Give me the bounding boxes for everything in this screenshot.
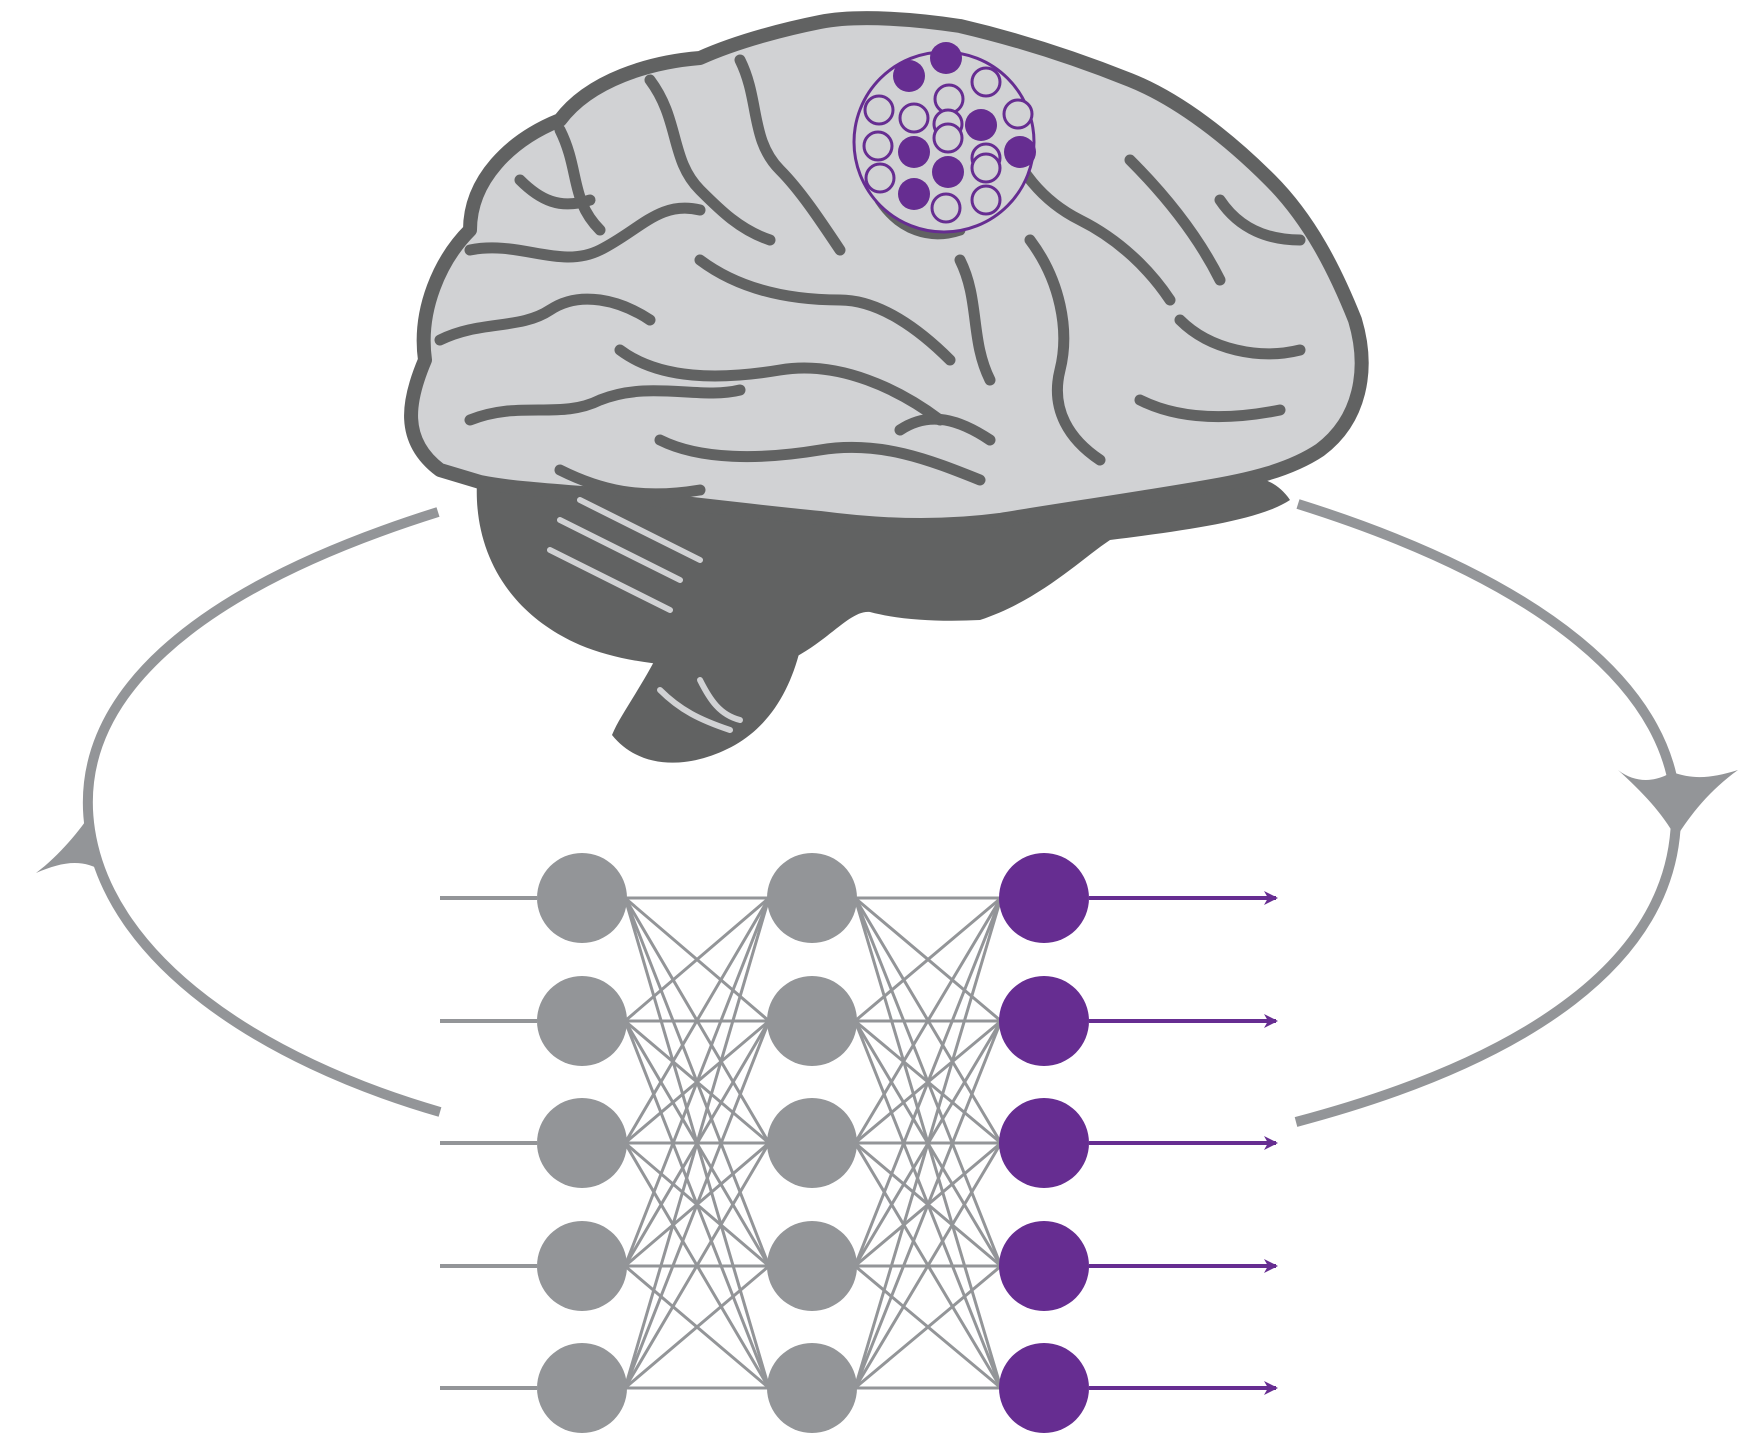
output-node bbox=[999, 1343, 1089, 1433]
network-edges bbox=[623, 896, 1003, 1390]
network-edge bbox=[623, 1142, 771, 1389]
output-node bbox=[999, 853, 1089, 943]
feedback-loop bbox=[36, 499, 1738, 1127]
brain-illustration bbox=[404, 11, 1369, 763]
neuron-filled bbox=[1004, 136, 1036, 168]
input-node bbox=[537, 976, 627, 1066]
network-edge bbox=[853, 897, 1003, 1144]
neuron-hollow bbox=[898, 102, 930, 134]
neuron-filled bbox=[930, 42, 962, 74]
network-edge bbox=[624, 1264, 770, 1390]
hidden-node bbox=[767, 1343, 857, 1433]
neuron-filled bbox=[898, 136, 930, 168]
network-edge bbox=[853, 897, 1003, 1389]
hidden-node bbox=[767, 853, 857, 943]
network-edge bbox=[623, 897, 771, 1267]
neuron-hollow bbox=[970, 184, 1002, 216]
network-io-lines bbox=[440, 891, 1278, 1395]
cerebrum bbox=[404, 11, 1369, 533]
neuron-cluster-icon bbox=[852, 42, 1036, 234]
network-edge bbox=[624, 896, 770, 1023]
neuron-filled bbox=[898, 178, 930, 210]
neuron-hollow bbox=[862, 130, 894, 162]
output-node bbox=[999, 1098, 1089, 1188]
network-edge bbox=[854, 896, 1002, 1023]
hidden-node bbox=[767, 1098, 857, 1188]
output-node bbox=[999, 1221, 1089, 1311]
neuron-filled bbox=[932, 156, 964, 188]
loop-arrowhead-right bbox=[1618, 770, 1738, 838]
loop-arrowhead-left bbox=[36, 812, 104, 873]
neuron-filled bbox=[893, 60, 925, 92]
input-node bbox=[537, 1221, 627, 1311]
loop-arc-left bbox=[82, 507, 442, 1117]
neuron-hollow bbox=[932, 122, 964, 154]
cerebellum bbox=[476, 470, 1290, 667]
cerebellum-folds bbox=[547, 497, 743, 733]
neuron-hollow bbox=[930, 192, 962, 224]
hidden-node bbox=[767, 976, 857, 1066]
network-edge bbox=[623, 897, 771, 1144]
network-edge bbox=[853, 1142, 1003, 1389]
network-edge bbox=[623, 1020, 771, 1389]
neuron-hollow bbox=[1002, 98, 1034, 130]
neuron-hollow bbox=[864, 162, 896, 194]
neuron-hollow bbox=[863, 94, 895, 126]
input-node bbox=[537, 1343, 627, 1433]
network-edge bbox=[853, 897, 1003, 1267]
neuron-hollow bbox=[970, 152, 1002, 184]
network-edge bbox=[853, 1020, 1003, 1389]
output-node bbox=[999, 976, 1089, 1066]
input-node bbox=[537, 1098, 627, 1188]
input-node bbox=[537, 853, 627, 943]
network-edge bbox=[854, 1264, 1002, 1390]
hidden-node bbox=[767, 1221, 857, 1311]
neural-network bbox=[440, 853, 1278, 1433]
network-edge bbox=[623, 897, 771, 1389]
loop-arc-right bbox=[1294, 499, 1682, 1127]
neuron-filled bbox=[965, 109, 997, 141]
network-nodes bbox=[537, 853, 1089, 1433]
brainstem bbox=[612, 650, 800, 763]
neuron-hollow bbox=[970, 66, 1002, 98]
